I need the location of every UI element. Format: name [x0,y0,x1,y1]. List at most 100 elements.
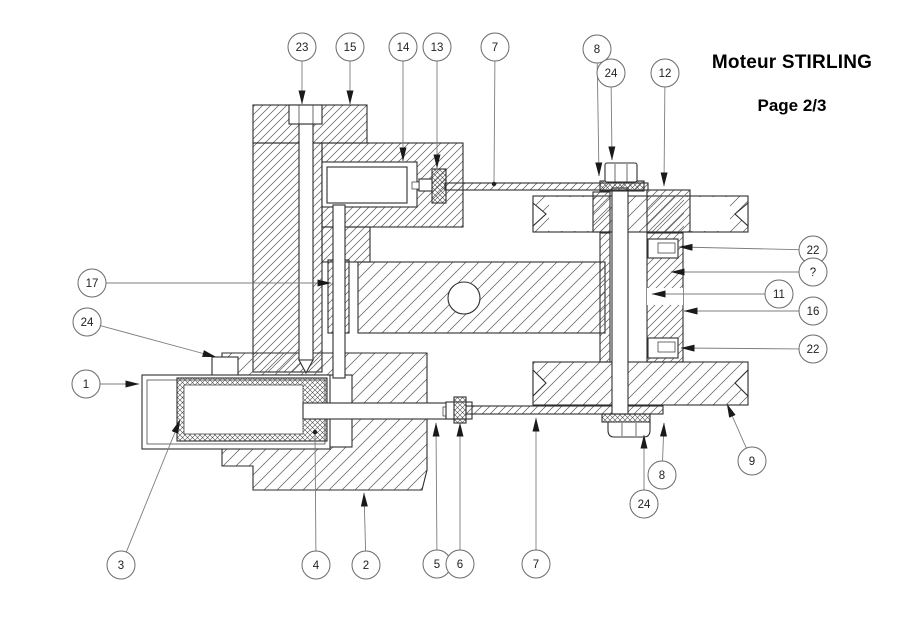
balloon-circle [77,268,107,298]
balloon-circle [582,34,612,64]
callout-balloon-24: 24 [629,489,659,519]
callout-balloon-22: 22 [798,235,828,265]
balloon-number: ? [810,267,816,279]
leader-dot-4 [312,429,318,435]
spacer-stack-notch [647,288,683,305]
leader-dot-7 [491,181,497,187]
balloon-circle [422,32,452,62]
leader-line-5 [432,422,440,551]
balloon-number: 23 [296,42,309,54]
balloon-number: 1 [83,379,89,391]
balloon-number: 12 [659,68,672,80]
balloon-number: 16 [807,306,820,318]
balloon-circle [72,307,102,337]
gland-13-stem [411,181,420,190]
top-nut-facets [614,164,628,182]
callout-balloon-24: 24 [72,307,102,337]
callout-balloon-22: 22 [798,334,828,364]
stack-left-strip [599,232,611,363]
screw-23-head-facets [298,105,314,124]
balloon-circle [798,257,828,287]
screw-23-shank [298,123,314,361]
upper-bar-gap-right [684,197,730,231]
part-housing-step [321,226,371,263]
part-center-beam [357,261,606,334]
balloon-circle [798,334,828,364]
balloon-circle [388,32,418,62]
balloon-circle [521,549,551,579]
leader-line-22 [680,344,800,352]
leader-line-22 [678,243,800,251]
lower-bar-break-left [532,368,547,398]
callout-balloon-12: 12 [650,58,680,88]
callout-balloon-2: 2 [351,550,381,580]
balloon-number: 11 [773,289,785,301]
callout-balloon-6: 6 [445,549,475,579]
title-block: Moteur STIRLING Page 2/3 [702,52,882,116]
callout-balloon-1: 1 [71,369,101,399]
leader-line-12 [660,86,668,187]
part-top-nut [604,162,638,183]
upper-bar-gap-left [549,197,593,231]
beam-bore-hole [447,281,481,315]
callout-balloon-?: ? [798,257,828,287]
balloon-number: 4 [313,560,320,572]
balloon-circle [335,32,365,62]
callout-balloon-11: 11 [764,279,794,309]
balloon-number: 5 [434,559,440,571]
part-guide-bush [326,166,408,204]
leader-line-2 [360,492,368,552]
callout-balloon-23: 23 [287,32,317,62]
balloon-circle [71,369,101,399]
balloon-number: 22 [807,245,820,257]
leader-line-24 [100,325,217,358]
leader-line-3 [125,419,181,553]
balloon-number: 3 [118,560,124,572]
gland-13-bolt [418,178,433,192]
callout-balloon-15: 15 [335,32,365,62]
balloon-number: 13 [431,42,444,54]
upper-bar-break-left [532,201,547,228]
upper-bar-break-right [734,201,749,228]
callout-balloon-24: 24 [596,58,626,88]
fitting-bottom-slot [657,341,676,353]
screw-23-tip [298,359,314,375]
balloon-circle [596,58,626,88]
part-cylinder-block [646,189,691,233]
callout-balloon-16: 16 [798,296,828,326]
callout-balloon-4: 4 [301,550,331,580]
balloon-number: 24 [638,499,651,511]
callout-balloon-13: 13 [422,32,452,62]
balloon-number: 15 [344,42,357,54]
balloon-number: 24 [605,68,618,80]
displacer-interior [183,384,304,435]
callout-balloon-9: 9 [737,446,767,476]
part-bottom-plate [465,405,664,415]
balloon-circle [106,550,136,580]
callout-balloon-8: 8 [647,460,677,490]
balloon-circle [301,550,331,580]
balloon-number: 14 [397,42,410,54]
balloon-number: 7 [533,559,539,571]
balloon-circle [647,460,677,490]
balloon-circle [480,32,510,62]
balloon-number: 6 [457,559,463,571]
balloon-circle [764,279,794,309]
balloon-number: 9 [749,456,755,468]
callout-balloon-8: 8 [582,34,612,64]
leader-line-8 [659,422,667,462]
balloon-number: 8 [594,44,600,56]
bottom-nut-facets [621,423,637,436]
page-indicator: Page 2/3 [757,96,827,115]
fitting-top-slot [657,242,676,254]
balloon-number: 7 [492,42,498,54]
part-stud [611,187,629,415]
part-flange-washer [211,356,239,377]
part-guide-rod [332,204,346,379]
callout-balloon-7: 7 [480,32,510,62]
balloon-number: 2 [363,560,369,572]
leader-line-4 [314,431,317,552]
callout-balloon-14: 14 [388,32,418,62]
balloon-number: 22 [807,344,820,356]
